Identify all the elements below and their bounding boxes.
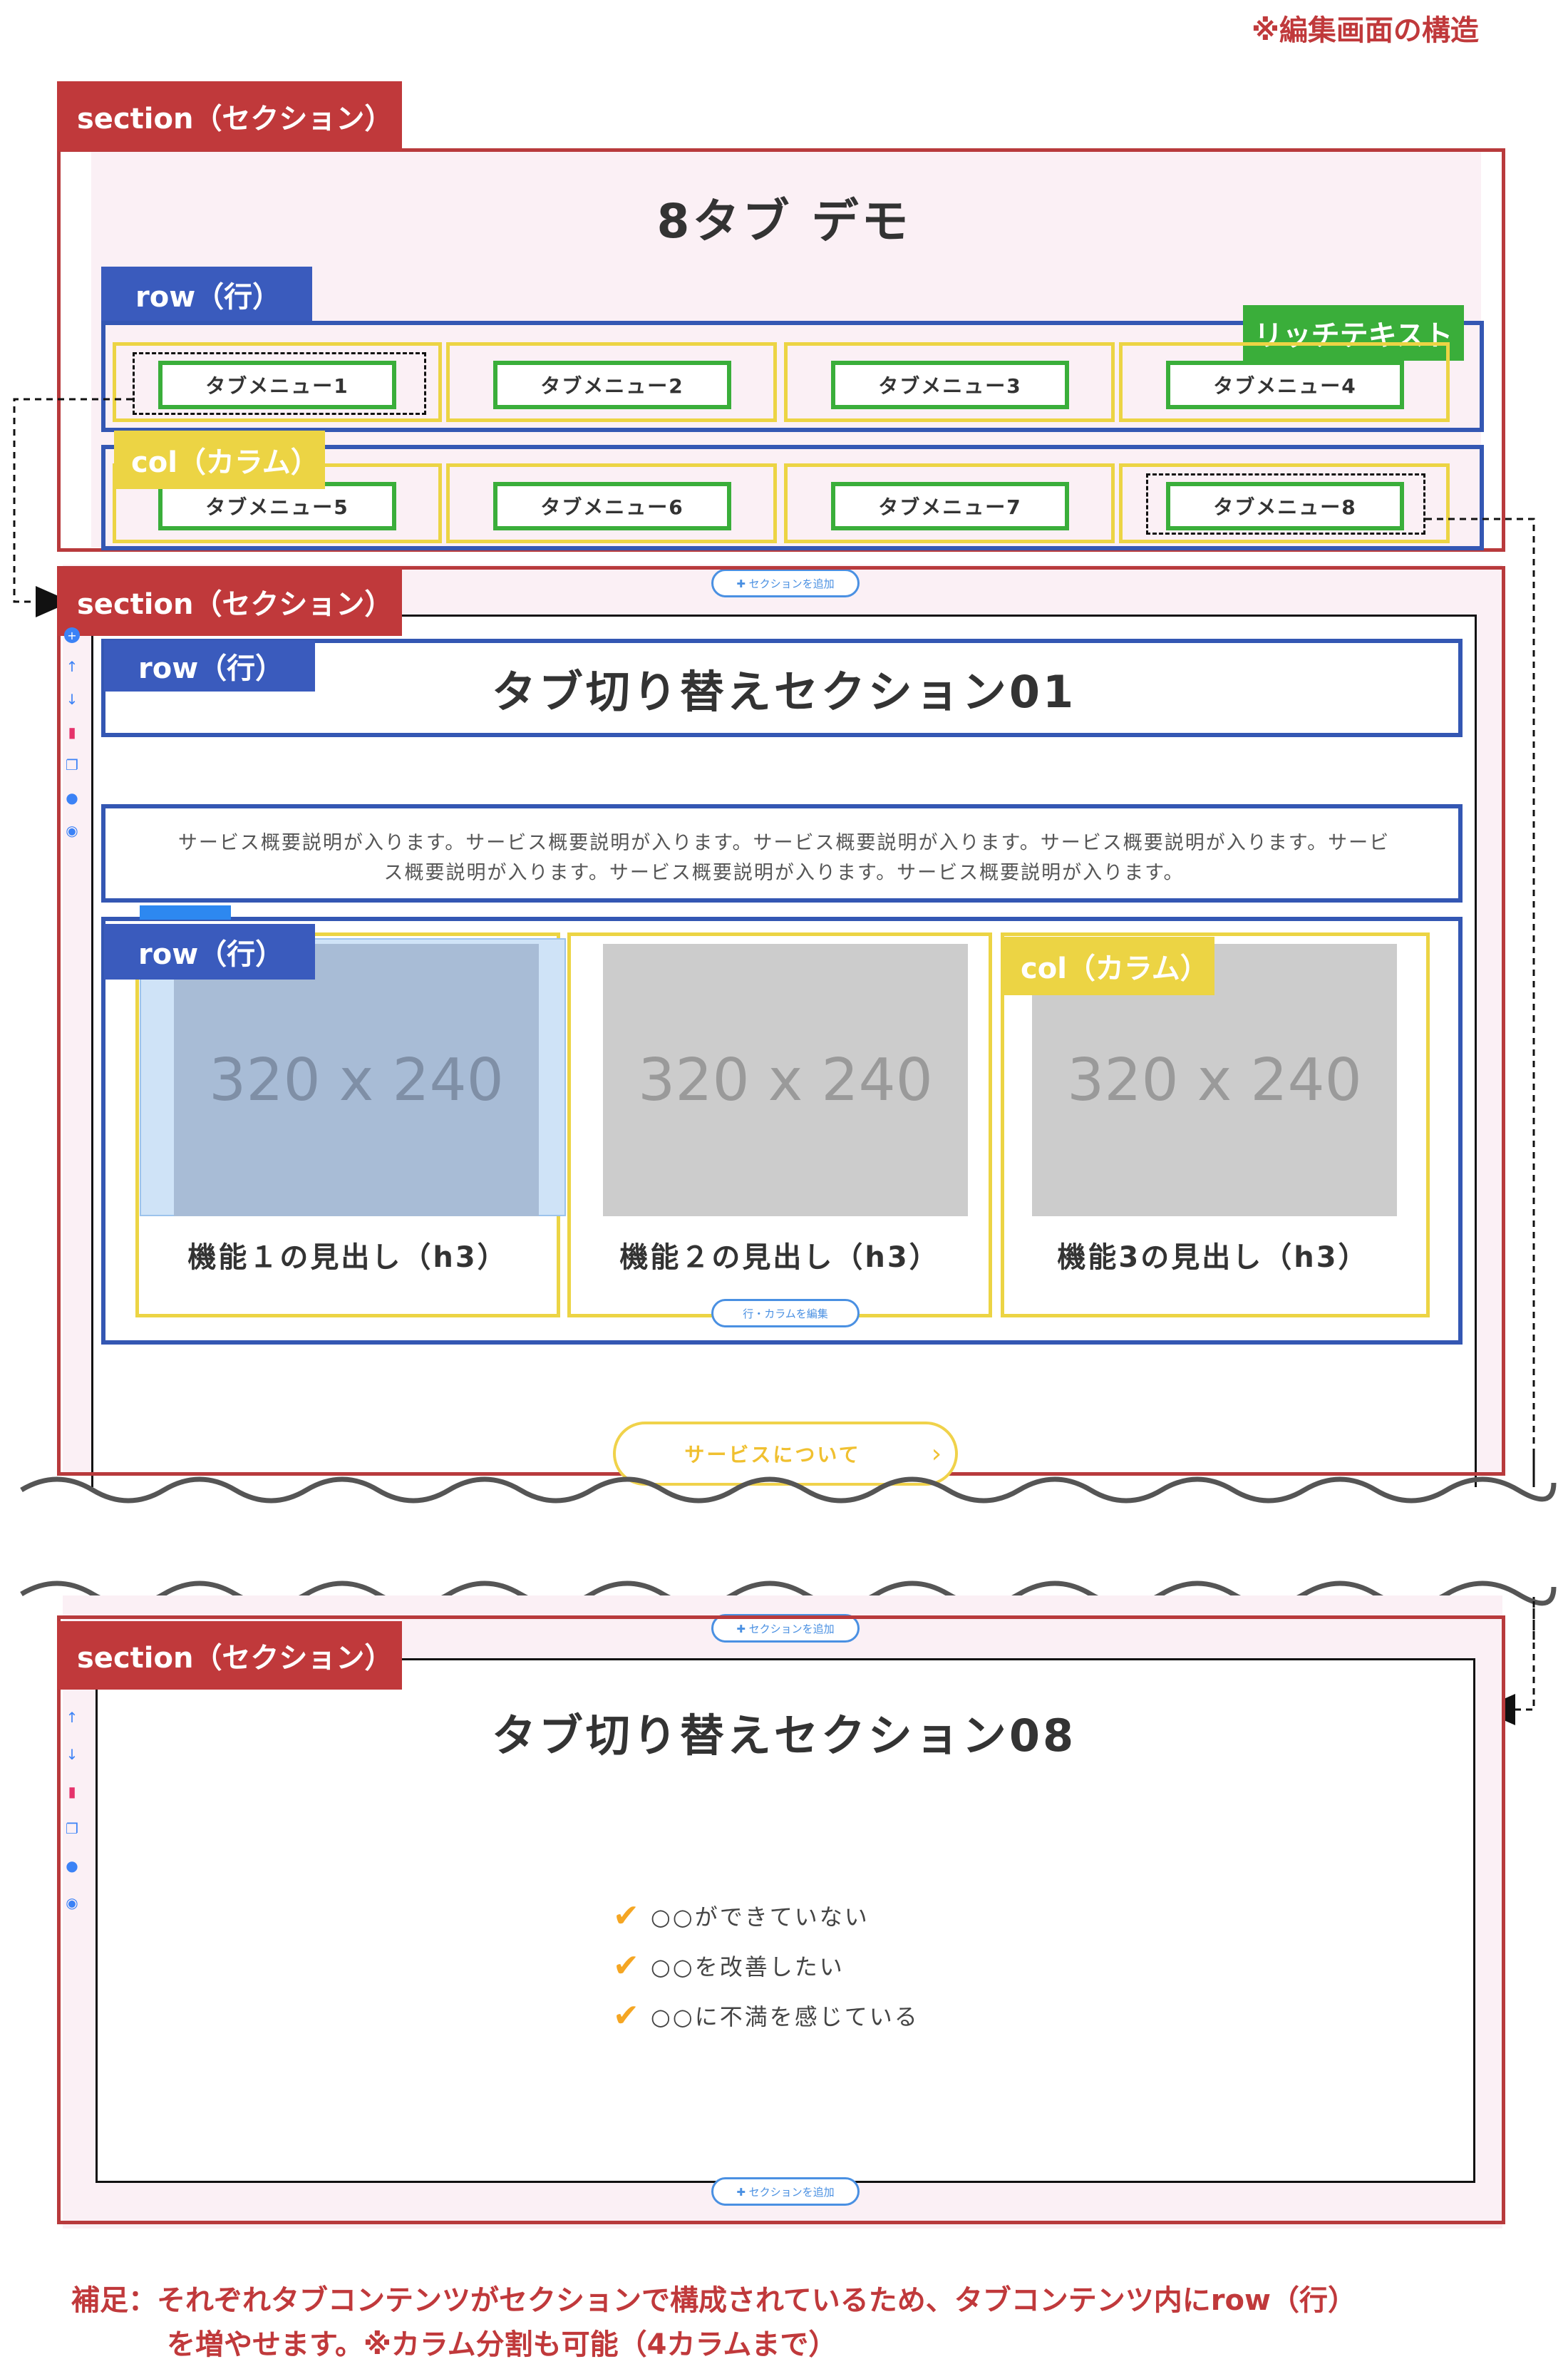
col-frame (446, 463, 777, 543)
row-label: row（行） (104, 640, 315, 692)
card-2-title: 機能２の見出し（h3） (619, 1241, 940, 1274)
tab-menu-5[interactable]: タブメニュー5 (158, 482, 396, 530)
section08-heading: タブ切り替えセクション08 (491, 1710, 1077, 1762)
tab-menu-6[interactable]: タブメニュー6 (493, 482, 731, 530)
structure-note: ※編集画面の構造 (1252, 14, 1479, 47)
col-label: col（カラム） (114, 431, 325, 489)
col-frame (784, 342, 1115, 422)
arrow-up-icon[interactable]: ↑ (66, 1709, 78, 1726)
card-1-title: 機能１の見出し（h3） (187, 1241, 508, 1274)
col-label: col（カラム） (1004, 937, 1214, 995)
arrow-down-icon[interactable]: ↓ (66, 1746, 78, 1763)
eye-icon[interactable]: ◉ (66, 822, 78, 839)
row-label: row（行） (101, 267, 312, 322)
footer-note-line1: 補足：それぞれタブコンテンツがセクションで構成されているため、タブコンテンツ内に… (71, 2284, 1356, 2317)
palette-icon[interactable]: ● (66, 789, 78, 806)
check-icon: ✔ (613, 1997, 639, 2034)
checklist: ✔ ○○ができていない ✔ ○○を改善したい ✔ ○○に不満を感じている (613, 1891, 1041, 2047)
row-frame-heading (101, 639, 1463, 737)
footer-note-line2: を増やせます。※カラム分割も可能（4カラムまで） (167, 2328, 837, 2361)
col-frame (784, 463, 1115, 543)
description-line1: サービス概要説明が入ります。サービス概要説明が入ります。サービス概要説明が入りま… (177, 832, 1391, 854)
palette-icon[interactable]: ● (66, 1857, 78, 1874)
tab-menu-8[interactable]: タブメニュー8 (1166, 482, 1404, 530)
service-button[interactable]: サービスについて › (613, 1422, 958, 1486)
section-frame-08 (57, 1615, 1505, 2224)
richtext-label: リッチテキスト (1243, 305, 1464, 361)
chevron-right-icon: › (931, 1439, 942, 1469)
section-toolbar: ↑ ↓ ▮ ❐ ● ◉ (60, 1708, 84, 1922)
selected-tab-indicator (140, 905, 231, 920)
arrow-down-icon[interactable]: ↓ (66, 691, 78, 708)
page-title: 8タブ デモ (656, 194, 912, 249)
col-frame (1119, 342, 1450, 422)
plus-icon[interactable]: + (64, 627, 80, 643)
tab-menu-1[interactable]: タブメニュー1 (158, 361, 396, 409)
copy-icon[interactable]: ❐ (66, 1820, 78, 1837)
trash-icon[interactable]: ▮ (68, 724, 76, 741)
check-icon: ✔ (613, 1897, 639, 1934)
add-section-button-bottom[interactable]: ✚ セクションを追加 (711, 2177, 860, 2206)
section-toolbar: + ↑ ↓ ▮ ❐ ● ◉ (60, 627, 84, 870)
col-frame-card-3 (1001, 932, 1430, 1317)
edit-row-column-button[interactable]: 行・カラムを編集 (711, 1299, 860, 1327)
list-item: ✔ ○○に不満を感じている (613, 1990, 1041, 2040)
col-frame (1119, 463, 1450, 543)
add-section-button[interactable]: ✚ セクションを追加 (711, 569, 860, 597)
highlight-tab-8 (1146, 473, 1425, 535)
list-item-text: ○○に不満を感じている (650, 2003, 919, 2030)
row-frame-tabs-top (101, 321, 1484, 432)
row-frame-cards (101, 917, 1463, 1345)
check-icon: ✔ (613, 1947, 639, 1984)
list-item: ✔ ○○を改善したい (613, 1941, 1041, 1990)
service-button-label: サービスについて (684, 1443, 861, 1466)
col-frame (113, 342, 442, 422)
col-frame (446, 342, 777, 422)
section-label: section（セクション） (57, 567, 402, 636)
list-item-text: ○○ができていない (650, 1903, 870, 1931)
section01-heading: タブ切り替えセクション01 (491, 666, 1077, 718)
arrow-up-icon[interactable]: ↑ (66, 658, 78, 675)
tab-menu-4[interactable]: タブメニュー4 (1166, 361, 1404, 409)
row-frame-description (101, 804, 1463, 903)
description-line2: ス概要説明が入ります。サービス概要説明が入ります。サービス概要説明が入ります。 (383, 862, 1185, 884)
copy-icon[interactable]: ❐ (66, 756, 78, 774)
list-item-text: ○○を改善したい (650, 1953, 845, 1980)
card-3-title: 機能3の見出し（h3） (1057, 1241, 1369, 1274)
highlight-tab-1 (133, 352, 426, 415)
list-item: ✔ ○○ができていない (613, 1891, 1041, 1941)
tab-menu-2[interactable]: タブメニュー2 (493, 361, 731, 409)
tab-menu-3[interactable]: タブメニュー3 (831, 361, 1069, 409)
row-label: row（行） (104, 924, 315, 980)
section-label: section（セクション） (57, 81, 402, 151)
section-label: section（セクション） (57, 1621, 402, 1690)
section08-canvas (96, 1658, 1475, 2183)
tab-menu-7[interactable]: タブメニュー7 (831, 482, 1069, 530)
card-2-image: 320 x 240 (603, 944, 968, 1216)
card-1-image: 320 x 240 (174, 944, 539, 1216)
trash-icon[interactable]: ▮ (68, 1783, 76, 1800)
eye-icon[interactable]: ◉ (66, 1894, 78, 1911)
